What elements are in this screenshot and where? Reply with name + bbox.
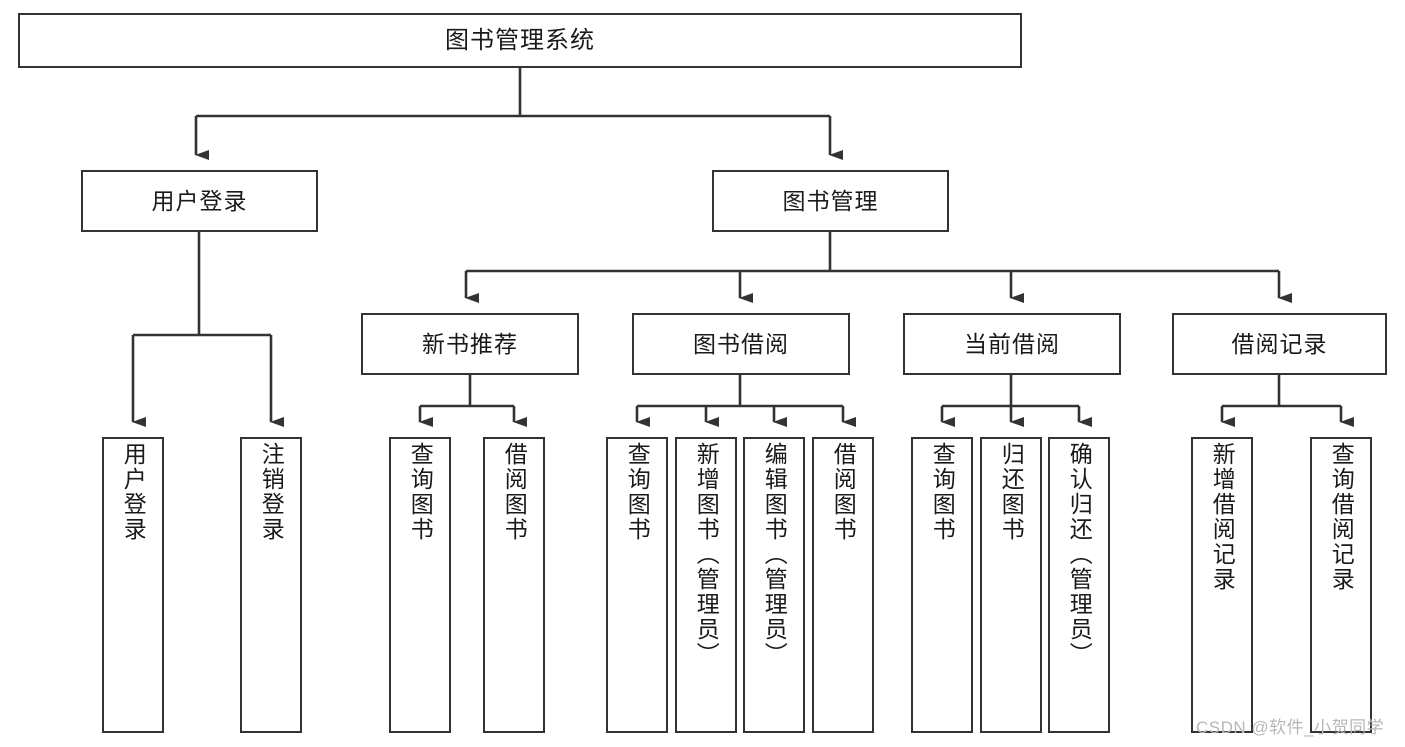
node-user-login[interactable]: 用户登录 (81, 170, 318, 232)
node-label: 借阅图书 (830, 442, 857, 542)
node-label: 确认归还（管理员） (1066, 442, 1093, 667)
node-label: 查询借阅记录 (1328, 442, 1355, 592)
leaf-new-book-borrow-book[interactable]: 借阅图书 (483, 437, 545, 733)
leaf-book-borrow-query-book[interactable]: 查询图书 (606, 437, 668, 733)
node-label: 新增借阅记录 (1209, 442, 1236, 592)
node-label: 借阅图书 (501, 442, 528, 542)
node-label: 借阅记录 (1231, 330, 1328, 357)
leaf-current-borrow-return-book[interactable]: 归还图书 (980, 437, 1042, 733)
node-new-book-recommend[interactable]: 新书推荐 (361, 313, 579, 375)
leaf-borrow-record-query-record[interactable]: 查询借阅记录 (1310, 437, 1372, 733)
node-label: 图书借阅 (693, 330, 789, 357)
node-label: 查询图书 (407, 442, 434, 542)
node-label: 用户登录 (120, 442, 147, 542)
node-book-management[interactable]: 图书管理 (712, 170, 949, 232)
leaf-book-borrow-add-book-admin[interactable]: 新增图书（管理员） (675, 437, 737, 733)
node-current-borrow[interactable]: 当前借阅 (903, 313, 1121, 375)
node-label: 注销登录 (258, 442, 285, 542)
leaf-current-borrow-confirm-return-admin[interactable]: 确认归还（管理员） (1048, 437, 1110, 733)
node-book-borrow[interactable]: 图书借阅 (632, 313, 850, 375)
node-label: 查询图书 (929, 442, 956, 542)
node-label: 编辑图书（管理员） (761, 442, 788, 667)
node-label: 用户登录 (151, 187, 248, 214)
leaf-new-book-query-book[interactable]: 查询图书 (389, 437, 451, 733)
node-label: 归还图书 (998, 442, 1025, 542)
node-label: 新增图书（管理员） (693, 442, 720, 667)
leaf-current-borrow-query-book[interactable]: 查询图书 (911, 437, 973, 733)
node-label: 当前借阅 (964, 330, 1060, 357)
leaf-book-borrow-edit-book-admin[interactable]: 编辑图书（管理员） (743, 437, 805, 733)
node-label: 查询图书 (624, 442, 651, 542)
node-root-book-management-system[interactable]: 图书管理系统 (18, 13, 1022, 68)
node-label: 新书推荐 (422, 330, 518, 357)
leaf-borrow-record-add-record[interactable]: 新增借阅记录 (1191, 437, 1253, 733)
node-label: 图书管理 (782, 187, 879, 214)
node-label: 图书管理系统 (445, 26, 595, 54)
leaf-book-borrow-borrow-book[interactable]: 借阅图书 (812, 437, 874, 733)
leaf-user-login-logout[interactable]: 注销登录 (240, 437, 302, 733)
leaf-user-login-login[interactable]: 用户登录 (102, 437, 164, 733)
node-borrow-record[interactable]: 借阅记录 (1172, 313, 1387, 375)
